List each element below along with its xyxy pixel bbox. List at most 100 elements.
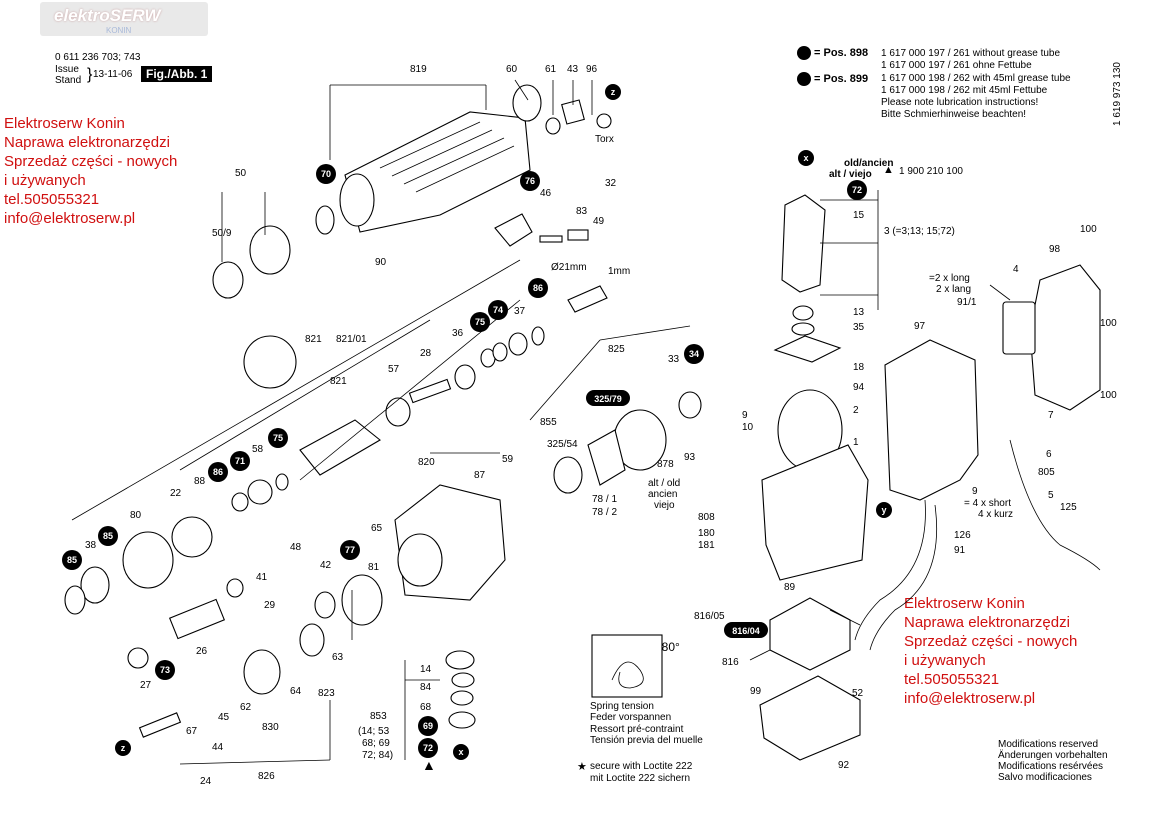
pos898-label: = Pos. 898 [814, 47, 869, 59]
part-label-91: 91 [954, 545, 966, 556]
ad-line-5: tel.505055321 [4, 191, 100, 208]
chuck-50 [249, 225, 291, 275]
issue-date: 13-11-06 [93, 69, 133, 80]
leader-line [829, 609, 861, 626]
spring-83 [539, 235, 563, 243]
alt-78-1: 78 / 1 [592, 494, 618, 505]
torx-label: Torx [595, 134, 614, 145]
lever-46 [494, 213, 533, 247]
badge-69: 69 [423, 721, 433, 731]
chuck-cap [212, 261, 244, 299]
part-label-1: 1 [853, 437, 859, 448]
old-new-label-1: old/ancien [844, 158, 894, 169]
part-label-819: 819 [410, 64, 427, 75]
marker-x: x [803, 153, 808, 163]
screws-91-1-long: =2 x long [929, 273, 970, 284]
part-label-7: 7 [1048, 410, 1054, 421]
leader-line [71, 259, 521, 521]
logo-sub-text: KONIN [106, 26, 132, 35]
part-label-42: 42 [320, 560, 332, 571]
badge-circle [268, 428, 288, 448]
part-number: 0 611 236 703; 743 [55, 52, 141, 63]
part-label-9: 9 [972, 486, 978, 497]
spring-tension-es: Tensión previa del muelle [590, 735, 703, 746]
part-label-29: 29 [264, 600, 276, 611]
part-label-4: 4 [1013, 264, 1019, 275]
part-label-100: 100 [1100, 390, 1117, 401]
badge-circle [418, 738, 438, 758]
ad-line-2: Naprawa elektronarzędzi [4, 134, 170, 151]
part-label-45: 45 [218, 712, 230, 723]
dim-21mm: Ø21mm [551, 262, 587, 273]
part-label-62: 62 [240, 702, 252, 713]
lubrication-note-2: Bitte Schmierhinweise beachten! [881, 109, 1027, 120]
cover-52 [759, 675, 861, 761]
part-label-87: 87 [474, 470, 486, 481]
ring-61 [545, 117, 561, 135]
leader-line [179, 759, 331, 765]
part-label-43: 43 [567, 64, 579, 75]
pos898-line-2: 1 617 000 197 / 261 ohne Fettube [881, 60, 1032, 71]
part-label-26: 26 [196, 646, 208, 657]
ad-line-4: i używanych [904, 652, 986, 669]
leader-line [179, 319, 431, 471]
ref-853-line-1: (14; 53 [358, 726, 390, 737]
part-label-84: 84 [420, 682, 432, 693]
part-label-821-01: 821/01 [336, 334, 367, 345]
part-label-18: 18 [853, 362, 865, 373]
part-label-52: 52 [852, 688, 864, 699]
issue-label: Issue [55, 64, 79, 75]
ad-block-right: Elektroserw Konin Naprawa elektronarzędz… [904, 594, 1077, 708]
brace-glyph: } [87, 66, 93, 83]
housing-bore [397, 533, 443, 587]
ad-line-6: info@elektroserw.pl [4, 210, 136, 227]
modifications-en: Modifications reserved [998, 739, 1099, 750]
spring-tension-box [591, 634, 663, 698]
cable-805 [1009, 439, 1101, 571]
ad-line-2: Naprawa elektronarzędzi [904, 614, 1070, 631]
part-label-13: 13 [853, 307, 865, 318]
plate-855 [587, 429, 626, 486]
marker-x: x [458, 747, 463, 757]
part-label-90: 90 [375, 257, 387, 268]
lubrication-note-1: Please note lubrication instructions! [881, 97, 1039, 108]
part-label-63: 63 [332, 652, 344, 663]
badge-circle [208, 462, 228, 482]
old-new-part: 1 900 210 100 [899, 166, 963, 177]
marker-circle [798, 150, 814, 166]
part-label-98: 98 [1049, 244, 1061, 255]
part-label-808: 808 [698, 512, 715, 523]
ring-35 [791, 322, 815, 336]
shaft-26 [168, 598, 226, 640]
ring-41 [226, 578, 244, 598]
logo-main-text: elektroSERW [54, 6, 161, 25]
part-label-89: 89 [784, 582, 796, 593]
part-label-83: 83 [576, 206, 588, 217]
ad-line-3: Sprzedaż części - nowych [904, 633, 1078, 650]
wire-126 [869, 504, 938, 651]
part-label-821: 821 [330, 376, 347, 387]
badge-circle [684, 344, 704, 364]
badge-85: 85 [103, 531, 113, 541]
part-label-88: 88 [194, 476, 206, 487]
part-label-9: 9 [742, 410, 748, 421]
marker-circle [605, 84, 621, 100]
baffle-18 [773, 335, 842, 363]
badge-86: 86 [533, 283, 543, 293]
badge-75: 75 [475, 317, 485, 327]
black-badges: 70768675747285858671757773346972325/7981… [62, 84, 892, 760]
part-label-830: 830 [262, 722, 279, 733]
part-label-181: 181 [698, 540, 715, 551]
ref-853-line-3: 72; 84) [362, 750, 394, 761]
stand-label: Stand [55, 75, 82, 86]
part-label-36: 36 [452, 328, 464, 339]
gear-22 [171, 516, 213, 558]
loctite-en: secure with Loctite 222 [590, 761, 693, 772]
handle-98 [1029, 264, 1101, 411]
part-label-97: 97 [914, 321, 926, 332]
pos898-dot [797, 46, 811, 60]
part-label-100: 100 [1080, 224, 1097, 235]
ring-70 [315, 205, 335, 235]
